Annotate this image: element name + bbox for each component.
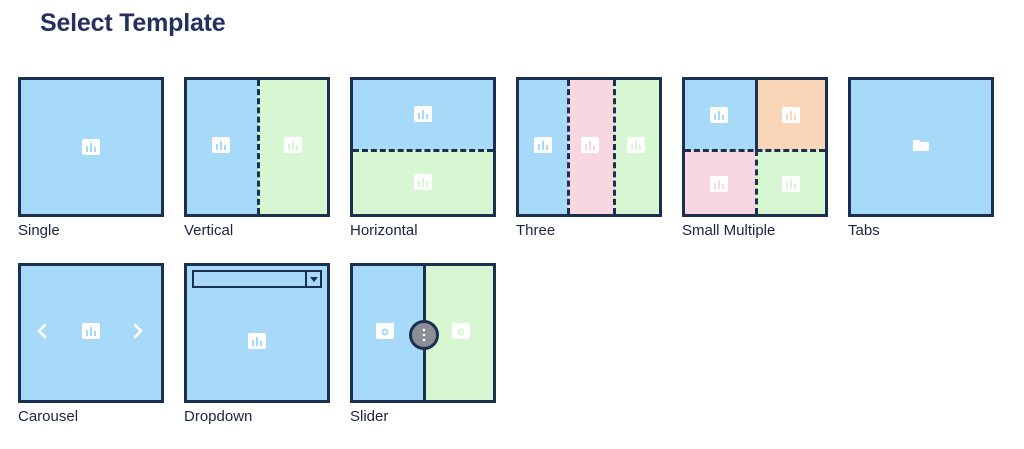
template-label: Vertical [184,222,234,239]
template-label: Slider [350,408,389,425]
chart-icon [414,106,432,122]
template-label: Small Multiple [682,222,776,239]
chevron-left-icon [36,323,48,339]
chart-icon [581,137,599,153]
template-thumbnail [18,263,164,403]
template-thumbnail [184,77,330,217]
template-thumbnail [184,263,330,403]
template-card-single[interactable]: Single [18,77,164,257]
template-card-vertical[interactable]: Vertical [184,77,330,257]
template-card-small-multiple[interactable]: Small Multiple [682,77,828,257]
template-label: Horizontal [350,222,418,239]
template-label: Dropdown [184,408,253,425]
chart-icon [82,139,100,155]
chart-icon [284,137,302,153]
template-thumbnail [350,263,496,403]
template-label: Tabs [848,222,880,239]
template-thumbnail [848,77,994,217]
folder-icon [912,137,930,153]
divider [257,80,260,214]
chart-icon [782,176,800,192]
dropdown-button [305,272,320,286]
caret-down-icon [309,275,319,283]
slider-handle [409,320,439,350]
template-card-tabs[interactable]: Tabs [848,77,994,257]
divider [613,80,616,214]
template-card-dropdown[interactable]: Dropdown [184,263,330,443]
template-card-slider[interactable]: Slider [350,263,496,443]
chart-icon [782,107,800,123]
chevron-right-icon [132,323,144,339]
chart-icon [627,137,645,153]
chart-icon [414,174,432,190]
template-label: Carousel [18,408,79,425]
template-label: Single [18,222,60,239]
divider [353,149,493,152]
image-icon [452,323,470,339]
chart-icon [248,333,266,349]
template-thumbnail [516,77,662,217]
chart-icon [710,107,728,123]
dropdown-bar [192,270,322,288]
divider [755,150,758,214]
image-icon [376,323,394,339]
divider [567,80,570,214]
template-thumbnail [350,77,496,217]
chart-icon [710,176,728,192]
chart-icon [534,137,552,153]
grip-icon [422,328,426,342]
template-card-carousel[interactable]: Carousel [18,263,164,443]
divider [755,80,758,150]
template-thumbnail [682,77,828,217]
template-label: Three [516,222,556,239]
page-title: Select Template [40,9,226,37]
chart-icon [212,137,230,153]
template-thumbnail [18,77,164,217]
template-card-horizontal[interactable]: Horizontal [350,77,496,257]
chart-icon [82,323,100,339]
template-card-three[interactable]: Three [516,77,662,257]
